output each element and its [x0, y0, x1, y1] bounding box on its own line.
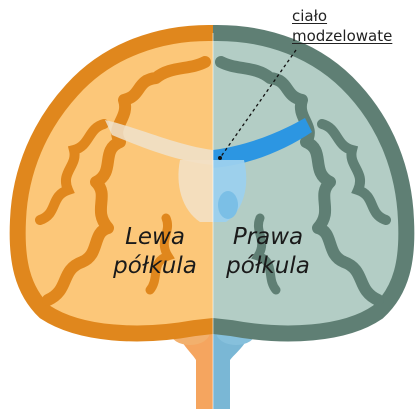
corpus-callosum-callout: ciało modzelowate — [292, 6, 392, 46]
callout-line-1: ciało — [292, 6, 392, 26]
callout-line-2: modzelowate — [292, 26, 392, 46]
left-hemisphere-label: Lewa półkula — [100, 223, 210, 281]
left-hemisphere-label-line1: Lewa — [100, 223, 210, 252]
thalamus-right — [218, 191, 238, 219]
right-hemisphere-label: Prawa półkula — [213, 223, 323, 281]
left-hemisphere-label-line2: półkula — [100, 252, 210, 281]
right-hemisphere-label-line1: Prawa — [213, 223, 323, 252]
right-hemisphere-label-line2: półkula — [213, 252, 323, 281]
callout-anchor-dot — [218, 156, 222, 160]
